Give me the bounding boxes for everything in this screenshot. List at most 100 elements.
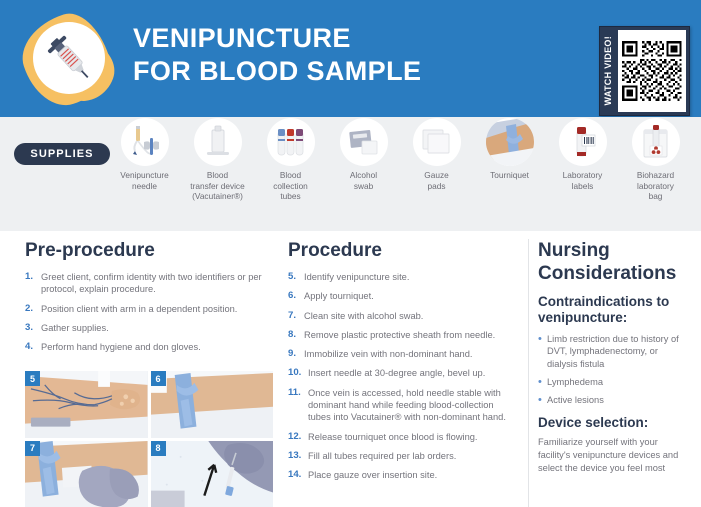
step-text: Once vein is accessed, hold needle stabl… bbox=[308, 387, 506, 423]
bullet-icon: • bbox=[538, 394, 542, 407]
supply-item-laboratory-labels: Laboratory labels bbox=[546, 118, 619, 202]
supply-label: Tourniquet bbox=[490, 170, 529, 180]
column-divider bbox=[528, 239, 529, 507]
list-item: 12. Release tourniquet once blood is flo… bbox=[288, 431, 518, 443]
supply-item-tourniquet: Tourniquet bbox=[473, 118, 546, 202]
syringe-icon bbox=[47, 35, 89, 79]
alcohol-swab-icon bbox=[348, 129, 377, 155]
list-item: 13. Fill all tubes required per lab orde… bbox=[288, 450, 518, 462]
step-text: Gather supplies. bbox=[41, 322, 109, 333]
bullet-text: Lymphedema bbox=[547, 376, 603, 387]
procedure-column: Procedure 5. Identify venipuncture site.… bbox=[288, 239, 518, 489]
step-number: 3. bbox=[25, 321, 34, 333]
step-number: 7. bbox=[288, 309, 297, 321]
step-text: Apply tourniquet. bbox=[304, 291, 374, 302]
contraindications-title: Contraindications to venipuncture: bbox=[538, 294, 670, 325]
supply-icon-circle bbox=[120, 118, 169, 166]
list-item: 7. Clean site with alcohol swab. bbox=[288, 310, 518, 322]
list-item: 10. Insert needle at 30-degree angle, be… bbox=[288, 367, 518, 379]
forearm-veins-image bbox=[25, 371, 148, 438]
needle-insertion-image bbox=[150, 440, 273, 507]
laboratory-labels-icon bbox=[576, 127, 595, 157]
list-item: 5. Identify venipuncture site. bbox=[288, 271, 518, 283]
list-item: 4. Perform hand hygiene and don gloves. bbox=[25, 341, 273, 353]
list-item: • Lymphedema bbox=[538, 376, 688, 388]
bullet-icon: • bbox=[538, 375, 542, 388]
list-item: 6. Apply tourniquet. bbox=[288, 290, 518, 302]
step-number: 12. bbox=[288, 430, 302, 442]
step-text: Position client with arm in a dependent … bbox=[41, 303, 238, 314]
step-text: Perform hand hygiene and don gloves. bbox=[41, 342, 201, 353]
list-item: 11. Once vein is accessed, hold needle s… bbox=[288, 387, 518, 424]
photo-badge: 7 bbox=[25, 440, 40, 456]
qr-code-icon[interactable] bbox=[618, 30, 686, 112]
step-number: 8. bbox=[288, 328, 297, 340]
step-text: Clean site with alcohol swab. bbox=[304, 310, 424, 321]
preprocedure-column: Pre-procedure 1. Greet client, confirm i… bbox=[25, 239, 273, 360]
nursing-considerations-column: Nursing Considerations Contraindications… bbox=[538, 239, 688, 474]
step-text: Place gauze over insertion site. bbox=[308, 470, 438, 481]
page-header: VENIPUNCTURE FOR BLOOD SAMPLE WATCH VIDE… bbox=[0, 0, 701, 117]
step-number: 1. bbox=[25, 271, 34, 282]
supply-label: Gauze pads bbox=[424, 170, 449, 191]
device-selection-title: Device selection: bbox=[538, 415, 649, 431]
preprocedure-title: Pre-procedure bbox=[25, 240, 155, 261]
supply-item-blood-transfer-device: Blood transfer device (Vacutainer®) bbox=[181, 118, 254, 202]
bullet-icon: • bbox=[538, 333, 542, 345]
bullet-text: Active lesions bbox=[547, 395, 604, 406]
clean-site-image bbox=[25, 440, 148, 507]
step-number: 4. bbox=[25, 341, 34, 353]
photo-badge: 6 bbox=[150, 371, 166, 386]
biohazard-bag-icon bbox=[643, 125, 667, 158]
list-item: 9. Immobilize vein with non-dominant han… bbox=[288, 348, 518, 360]
procedure-photo-5[interactable]: 5 bbox=[25, 371, 148, 438]
title-line-1: VENIPUNCTURE bbox=[133, 23, 351, 53]
step-number: 11. bbox=[288, 386, 301, 398]
supply-icon-circle bbox=[412, 118, 461, 166]
supply-item-biohazard-bag: Biohazard laboratory bag bbox=[619, 118, 692, 202]
supply-label: Venipuncture needle bbox=[120, 170, 169, 191]
blood-transfer-device-icon bbox=[206, 125, 229, 155]
supply-label: Laboratory labels bbox=[562, 170, 603, 191]
step-text: Fill all tubes required per lab orders. bbox=[308, 450, 457, 461]
procedure-photo-7[interactable]: 7 bbox=[25, 440, 148, 507]
page-title: VENIPUNCTURE FOR BLOOD SAMPLE bbox=[133, 22, 421, 88]
title-line-2: FOR BLOOD SAMPLE bbox=[133, 56, 422, 86]
step-number: 2. bbox=[25, 302, 34, 314]
supplies-section-label: SUPPLIES bbox=[14, 143, 110, 165]
procedure-title: Procedure bbox=[288, 240, 382, 261]
supply-icon-circle bbox=[339, 118, 388, 166]
step-number: 6. bbox=[288, 290, 297, 302]
step-number: 9. bbox=[288, 348, 297, 360]
procedure-step-list: 5. Identify venipuncture site. 6. Apply … bbox=[288, 271, 518, 482]
tourniquet-icon bbox=[485, 118, 534, 166]
procedure-photo-6[interactable]: 6 bbox=[150, 371, 273, 438]
supply-label: Blood collection tubes bbox=[273, 170, 308, 201]
tourniquet-applied-image bbox=[150, 371, 273, 438]
watch-video-label: WATCH VIDEO! bbox=[603, 36, 613, 106]
contraindications-list: • Limb restriction due to history of DVT… bbox=[538, 333, 688, 406]
list-item: • Active lesions bbox=[538, 394, 688, 406]
step-text: Immobilize vein with non-dominant hand. bbox=[304, 349, 473, 360]
supply-icon-circle bbox=[193, 118, 242, 166]
bullet-text: Limb restriction due to history of DVT, … bbox=[547, 334, 679, 369]
gauze-pads-icon bbox=[422, 129, 449, 154]
supply-icon-circle bbox=[266, 118, 315, 166]
step-text: Insert needle at 30-degree angle, bevel … bbox=[308, 368, 486, 379]
list-item: 3. Gather supplies. bbox=[25, 322, 273, 334]
supply-item-venipuncture-needle: Venipuncture needle bbox=[108, 118, 181, 202]
venipuncture-needle-icon bbox=[132, 126, 159, 155]
step-text: Release tourniquet once blood is flowing… bbox=[308, 431, 478, 442]
supply-label: Alcohol swab bbox=[349, 170, 378, 191]
content-area: Pre-procedure 1. Greet client, confirm i… bbox=[0, 231, 701, 507]
supply-label: Biohazard laboratory bag bbox=[636, 170, 675, 201]
supply-item-blood-collection-tubes: Blood collection tubes bbox=[254, 118, 327, 202]
supply-icon-circle bbox=[485, 118, 534, 166]
list-item: 1. Greet client, confirm identity with t… bbox=[25, 271, 273, 296]
step-text: Greet client, confirm identity with two … bbox=[41, 272, 262, 295]
procedure-photo-8[interactable]: 8 bbox=[150, 440, 273, 507]
watch-video-qr-panel[interactable]: WATCH VIDEO! bbox=[599, 26, 690, 116]
list-item: 2. Position client with arm in a depende… bbox=[25, 303, 273, 315]
list-item: 8. Remove plastic protective sheath from… bbox=[288, 329, 518, 341]
supply-icon-circle bbox=[631, 118, 680, 166]
